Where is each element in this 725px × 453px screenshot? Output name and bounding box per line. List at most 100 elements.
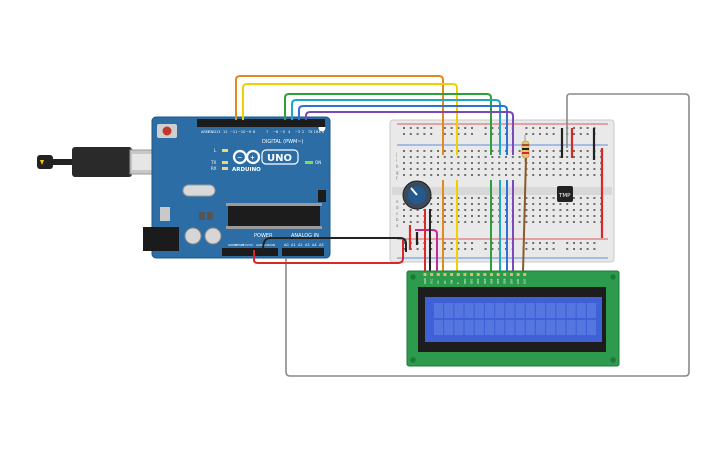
lcd-pin: RS [443, 273, 447, 284]
wire-yellow [242, 83, 458, 155]
pin-ioref: IOREF [228, 243, 237, 247]
lcd-pin: DB6 [503, 273, 507, 284]
voltage-regulator [160, 207, 170, 221]
svg-text:VCC: VCC [430, 278, 434, 284]
capacitor-2 [204, 227, 222, 245]
reset-button[interactable] [162, 126, 172, 136]
row-label-a: a [396, 223, 399, 228]
svg-text:+: + [250, 155, 255, 162]
breadboard-row-labels: j i h g f e d c b a [395, 152, 399, 228]
svg-text:DB1: DB1 [469, 278, 473, 284]
arduino-logo: − + [232, 149, 261, 165]
pin-a5: A5 [319, 243, 324, 247]
pin-8: 8 [253, 130, 255, 134]
pin-11: ~11 [230, 130, 237, 134]
pin-gnd-1: GND [256, 243, 264, 247]
wire-magenta [415, 229, 438, 272]
wire-cyan [291, 99, 501, 155]
analog-label: ANALOG IN [291, 233, 319, 239]
resistor [521, 135, 530, 162]
led-tx-label: TX [210, 160, 216, 165]
pin-a2: A2 [298, 243, 303, 247]
power-label: POWER [254, 233, 273, 239]
row-label-i: i [396, 158, 397, 163]
row-label-g: g [396, 170, 399, 175]
breadboard: j i h g f e d c b a [389, 119, 615, 263]
svg-text:E: E [456, 282, 460, 284]
row-label-d: d [396, 205, 399, 210]
lcd-pin: V0 [436, 273, 440, 284]
svg-text:DB2: DB2 [476, 278, 480, 284]
led-l [222, 149, 228, 152]
lcd-pin: DB7 [509, 273, 513, 284]
lcd-pin: GND [423, 273, 427, 284]
pin-5v: 5V [249, 243, 254, 247]
lcd-pin: DB0 [463, 273, 467, 284]
pin-gnd: GND [208, 130, 216, 134]
board-model: UNO [267, 153, 292, 164]
row-label-h: h [396, 164, 399, 169]
svg-text:DB0: DB0 [463, 278, 467, 284]
uno-badge [261, 149, 299, 165]
temperature-sensor: TMP [557, 186, 573, 202]
svg-text:−: − [237, 155, 242, 162]
pin-2: 2 [302, 130, 304, 134]
lcd-character-cells [434, 303, 596, 335]
pin-4: 4 [288, 130, 291, 134]
row-label-j: j [395, 152, 397, 157]
lcd-pin: VCC [430, 273, 434, 284]
pin-7: 7 [266, 130, 268, 134]
lcd-pin: DB3 [483, 273, 487, 284]
wire-red-5v [253, 240, 404, 264]
led-on [305, 161, 313, 164]
power-wires [253, 237, 407, 264]
svg-text:DB5: DB5 [496, 278, 500, 284]
digital-pin-labels: AREF GND 13 12 ~11 ~10 ~9 8 7 ~6 ~5 4 ~3… [201, 130, 324, 134]
lcd-data-wires [415, 157, 527, 273]
power-pin-labels: IOREF RESET 3.3V 5V GND GND VIN [228, 243, 275, 247]
svg-text:DB4: DB4 [489, 278, 493, 284]
svg-text:RS: RS [443, 280, 447, 284]
pin-3: ~3 [295, 130, 300, 134]
row-label-e: e [396, 199, 399, 204]
power-jack [143, 227, 179, 251]
potentiometer[interactable] [402, 180, 432, 210]
capacitor-1 [184, 227, 202, 245]
pin-6: ~6 [273, 130, 278, 134]
wire-grey-loop [285, 93, 690, 377]
digital-label: DIGITAL (PWM~) [262, 139, 304, 145]
pin-9: ~9 [246, 130, 251, 134]
lcd-pin: DB2 [476, 273, 480, 284]
digital-signal-wires [235, 75, 514, 155]
power-header [222, 248, 278, 256]
svg-text:RW: RW [450, 279, 454, 284]
pin-10: ~10 [238, 130, 245, 134]
pin-1: TX 1 [307, 130, 316, 134]
led-rx [222, 167, 228, 170]
svg-text:GND: GND [423, 278, 427, 284]
pin-a0: A0 [284, 243, 289, 247]
smd-component [207, 212, 213, 220]
led-rx-label: RX [211, 166, 217, 171]
svg-text:LED: LED [516, 279, 520, 284]
analog-pin-labels: A0 A1 A2 A3 A4 A5 [284, 243, 324, 247]
breadboard-jumpers [408, 128, 604, 250]
pin-0: RX 0 [316, 130, 324, 134]
wire-black-gnd [262, 237, 407, 252]
icsp-header [318, 190, 326, 202]
svg-text:DB6: DB6 [503, 278, 507, 284]
lcd-pin: E [456, 273, 460, 284]
row-label-f: f [396, 176, 398, 181]
svg-text:DB7: DB7 [509, 278, 513, 284]
led-tx [222, 161, 228, 164]
board-brand: ARDUINO [232, 167, 261, 173]
atmega-chip [228, 206, 320, 226]
wire-green [284, 93, 492, 155]
arduino-uno-board: AREF GND 13 12 ~11 ~10 ~9 8 7 ~6 ~5 4 ~3… [143, 116, 331, 259]
pin-13: 13 [216, 130, 220, 134]
svg-text:LED: LED [523, 279, 527, 284]
row-label-b: b [396, 217, 399, 222]
led-l-label: L [214, 148, 217, 153]
